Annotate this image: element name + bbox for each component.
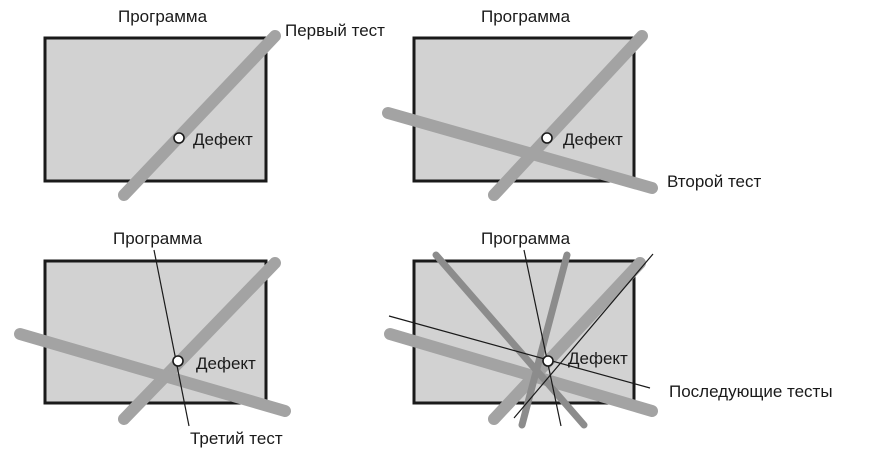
defect-marker — [542, 355, 554, 367]
panel-third-test: Программа Дефект Третий тест — [14, 229, 291, 448]
subsequent-test-ray — [518, 251, 571, 429]
subsequent-test-ray — [432, 251, 588, 429]
defect-label: Дефект — [193, 130, 253, 149]
defect-marker — [172, 355, 184, 367]
second-test-ray — [14, 328, 291, 417]
third-test-ray — [523, 249, 562, 427]
second-test-ray — [382, 107, 658, 194]
subsequent-test-ray — [513, 253, 654, 419]
subsequent-tests-label: Последующие тесты — [669, 382, 833, 401]
defect-label: Дефект — [568, 349, 628, 368]
panel-subsequent-tests: Программа Дефект Последующие тесты — [384, 229, 833, 429]
program-label: Программа — [113, 229, 203, 248]
first-test-ray — [488, 30, 648, 201]
program-label: Программа — [118, 7, 208, 26]
defect-marker — [173, 132, 185, 144]
first-test-ray — [488, 257, 646, 425]
program-label: Программа — [481, 229, 571, 248]
third-test-label: Третий тест — [190, 429, 283, 448]
panel-second-test: Программа Дефект Второй тест — [382, 7, 762, 201]
first-test-label: Первый тест — [285, 21, 385, 40]
subsequent-test-ray — [388, 315, 651, 389]
third-test-ray — [153, 249, 190, 427]
first-test-ray — [118, 257, 281, 425]
defect-marker — [541, 132, 553, 144]
second-test-ray — [384, 328, 658, 417]
program-label: Программа — [481, 7, 571, 26]
defect-label: Дефект — [563, 130, 623, 149]
defect-label: Дефект — [196, 354, 256, 373]
second-test-label: Второй тест — [667, 172, 762, 191]
panel-first-test: Программа Дефект Первый тест — [43, 7, 385, 201]
first-test-ray — [118, 30, 281, 201]
